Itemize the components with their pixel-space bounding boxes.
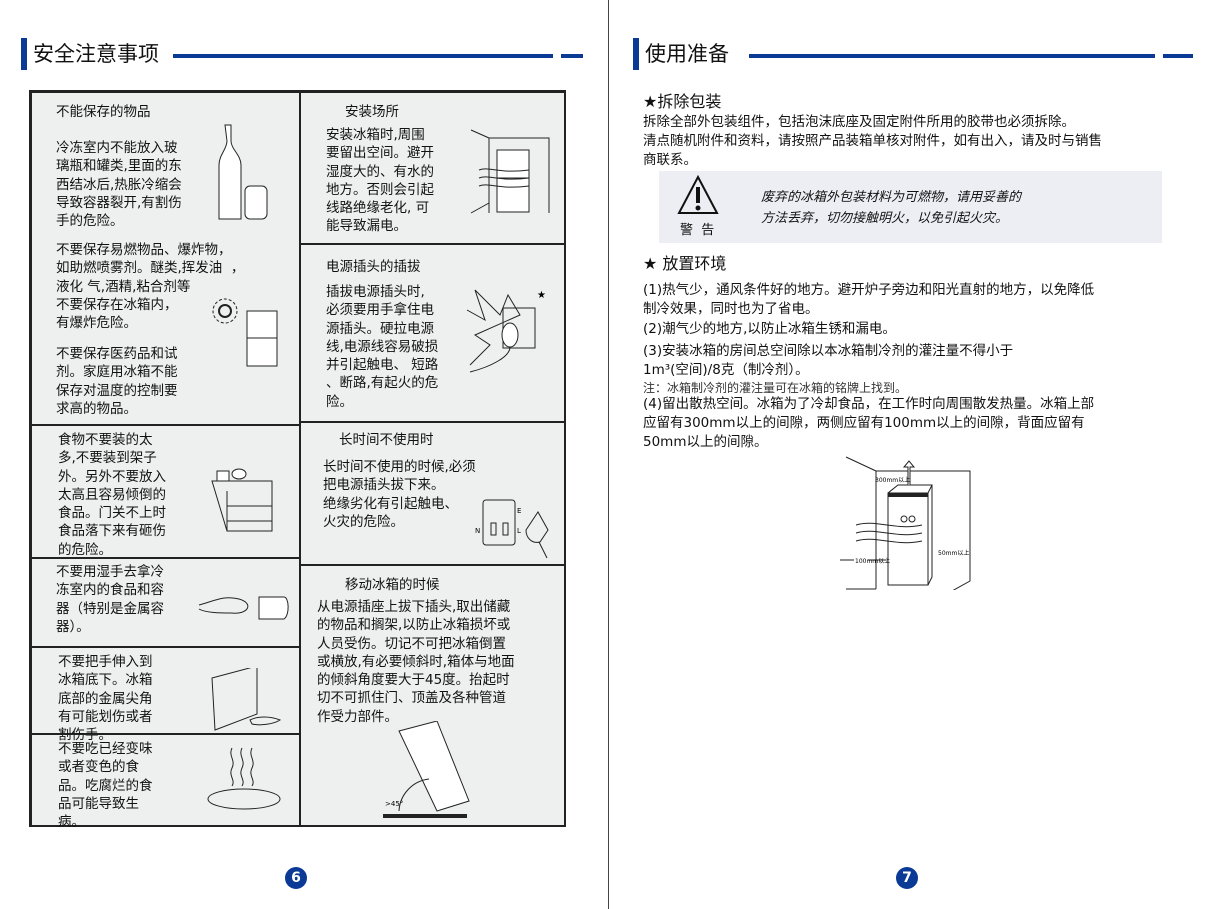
cell-title: 安装场所 — [345, 104, 399, 120]
cell-text: 不要吃已经变味 或者变色的食 品。吃腐烂的食 品可能导致生 病。 — [58, 741, 153, 831]
cell-text: 不要保存医药品和试 剂。家庭用冰箱不能 保存对温度的控制要 求高的物品。 — [56, 346, 178, 417]
page-divider — [608, 0, 609, 909]
clearance-diagram: 300mm以上 100mm以上 50mm以上 — [840, 456, 971, 590]
header-rule — [749, 54, 1155, 58]
page-number: 7 — [896, 867, 918, 889]
header-rule — [173, 54, 553, 58]
cell-text: 冷冻室内不能放入玻 璃瓶和罐类,里面的东 西结冰后,热胀冷缩会 导致容器裂开,有… — [56, 140, 182, 230]
environment-title: ★ 放置环境 — [643, 254, 727, 273]
cell-title: 电源插头的插拔 — [326, 259, 421, 275]
header-rule-end — [561, 54, 583, 58]
cell-text: 插拔电源插头时, 必须要用手拿住电 源插头。硬拉电源 线,电源线容易破损 并引起… — [326, 284, 439, 410]
socket-label-l: L — [517, 527, 521, 535]
environment-item-2: (2)潮气少的地方,以防止冰箱生锈和漏电。 — [643, 321, 896, 337]
socket-plug-illustration: E N L — [475, 499, 549, 559]
unpack-title: ★拆除包装 — [643, 92, 722, 111]
cell-moving-fridge: 移动冰箱的时候 从电源插座上拔下插头,取出储藏 的物品和搁架,以防止冰箱损坏或 … — [300, 565, 566, 827]
warning-box: 警 告 废弃的冰箱外包装材料为可燃物，请用妥善的 方法丢弃，切勿接触明火，以免引… — [659, 171, 1162, 243]
cell-install-location: 安装场所 安装冰箱时,周围 要留出空间。避开 湿度大的、有水的 地方。否则会引起… — [300, 92, 566, 244]
tilted-fridge-illustration: >45° — [383, 721, 470, 818]
section-header-preparation: 使用准备 — [633, 38, 1195, 72]
cell-prohibited-items: 不能保存的物品 冷冻室内不能放入玻 璃瓶和罐类,里面的东 西结冰后,热胀冷缩会 … — [31, 92, 300, 425]
cell-text: 不要把手伸入到 冰箱底下。冰箱 底部的金属尖角 有可能划伤或者 割伤手。 — [58, 654, 153, 744]
clearance-back-label: 50mm以上 — [938, 549, 969, 557]
cell-spoiled-food: 不要吃已经变味 或者变色的食 品。吃腐烂的食 品可能导致生 病。 — [31, 734, 300, 830]
fridge-install-illustration — [470, 129, 550, 214]
socket-label-n: N — [475, 527, 480, 535]
plug-spark-illustration: ★ — [466, 289, 546, 373]
environment-item-4: (4)留出散热空间。冰箱为了冷却食品，在工作时向周围散发热量。冰箱上部 应留有3… — [643, 396, 1095, 450]
wet-hand-illustration — [198, 596, 289, 620]
spoiled-fish-plate-illustration — [207, 747, 281, 810]
warning-triangle-icon — [677, 175, 719, 214]
section-title: 安全注意事项 — [33, 42, 159, 66]
unpack-body: 拆除全部外包装组件，包括泡沫底座及固定附件所用的胶带也必须拆除。 清点随机附件和… — [643, 114, 1102, 168]
cell-title: 移动冰箱的时候 — [345, 577, 440, 593]
cell-hand-under: 不要把手伸入到 冰箱底下。冰箱 底部的金属尖角 有可能划伤或者 割伤手。 — [31, 647, 300, 743]
clearance-top-label: 300mm以上 — [875, 476, 910, 484]
cell-text: 安装冰箱时,周围 要留出空间。避开 湿度大的、有水的 地方。否则会引起 线路绝缘… — [326, 127, 434, 235]
cell-text: 从电源插座上拔下插头,取出储藏 的物品和搁架,以防止冰箱损坏或 人员受伤。切记不… — [317, 599, 515, 725]
warning-label: 警 告 — [680, 223, 715, 238]
clearance-side-label: 100mm以上 — [855, 557, 890, 565]
bottle-can-illustration — [218, 124, 268, 220]
cell-text: 不要用湿手去拿冷 冻室内的食品和容 器（特别是金属容 器）。 — [56, 564, 164, 635]
socket-label-e: E — [517, 507, 521, 515]
cell-plug-handling: 电源插头的插拔 插拔电源插头时, 必须要用手拿住电 源插头。硬拉电源 线,电源线… — [300, 244, 566, 422]
safety-grid: 不能保存的物品 冷冻室内不能放入玻 璃瓶和罐类,里面的东 西结冰后,热胀冷缩会 … — [29, 90, 566, 830]
header-accent-bar — [633, 38, 639, 70]
cell-long-unused: 长时间不使用时 长时间不使用的时候,必须 把电源插头拔下来。 绝缘劣化有引起触电… — [300, 422, 566, 565]
section-title: 使用准备 — [645, 42, 729, 66]
cell-text: 长时间不使用的时候,必须 把电源插头拔下来。 绝缘劣化有引起触电、 火灾的危险。 — [323, 459, 476, 530]
header-rule-end — [1163, 54, 1193, 58]
environment-item-1: (1)热气少，通风条件好的地方。避开炉子旁边和阳光直射的地方，以免降低 制冷效果… — [643, 282, 1095, 317]
section-header-safety: 安全注意事项 — [21, 38, 583, 72]
angle-label: >45° — [385, 800, 403, 808]
environment-item-3: (3)安装冰箱的房间总空间除以本冰箱制冷剂的灌注量不得小于 1m³(空间)/8克… — [643, 343, 1014, 378]
cell-text: 不要保存易燃物品、爆炸物， 如助燃喷雾剂。醚类,挥发油 ， 液化 气,酒精,粘合… — [56, 242, 245, 332]
header-accent-bar — [21, 38, 27, 70]
overloaded-shelf-illustration — [211, 468, 273, 532]
fridge-flammable-illustration — [212, 298, 278, 367]
cell-text: 食物不要装的太 多,不要装到架子 外。另外不要放入 太高且容易倾倒的 食品。门关… — [58, 432, 166, 558]
cell-title: 长时间不使用时 — [339, 432, 434, 448]
page-number: 6 — [285, 867, 307, 889]
svg-text:★: ★ — [537, 290, 546, 301]
warning-text: 废弃的冰箱外包装材料为可燃物，请用妥善的 方法丢弃，切勿接触明火，以免引起火灾。 — [761, 190, 1022, 226]
environment-note: 注：冰箱制冷剂的灌注量可在冰箱的铭牌上找到。 — [643, 381, 908, 395]
cell-wet-hands: 不要用湿手去拿冷 冻室内的食品和容 器（特别是金属容 器）。 — [31, 558, 300, 647]
fridge-bottom-illustration — [211, 668, 282, 731]
cell-title: 不能保存的物品 — [56, 104, 151, 120]
cell-food-load: 食物不要装的太 多,不要装到架子 外。另外不要放入 太高且容易倾倒的 食品。门关… — [31, 425, 300, 558]
